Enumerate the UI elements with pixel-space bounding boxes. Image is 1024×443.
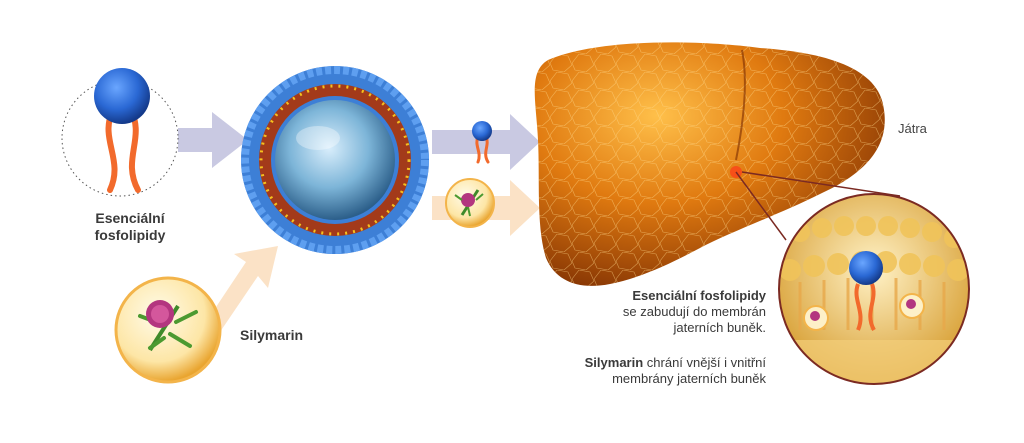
label-liver: Játra: [898, 121, 927, 136]
description-phospholipids: Esenciální fosfolipidy se zabudují do me…: [526, 288, 766, 336]
description-silymarin-rest: chrání vnější i vnitřní: [643, 355, 766, 370]
phospholipid-dotted-ring: [61, 79, 179, 197]
lens-connector: [735, 171, 901, 241]
cell-membrane-icon: [778, 193, 970, 385]
description-phospholipids-line3: jaterních buněk.: [673, 320, 766, 335]
description-silymarin-line2: membrány jaterních buněk: [612, 371, 766, 386]
label-essential-phospholipids: Esenciální fosfolipidy: [70, 210, 190, 244]
liposome-icon: [241, 66, 429, 254]
arrow-silymarin-to-liposome: [206, 246, 278, 332]
phospholipid-small-icon: [472, 121, 492, 164]
milk-thistle-icon: [114, 276, 222, 384]
description-phospholipids-line2: se zabudují do membrán: [622, 304, 766, 319]
label-silymarin: Silymarin: [240, 327, 304, 343]
label-ef-line1: Esenciální: [95, 210, 165, 226]
liver-icon: [534, 42, 885, 286]
label-ef-line2: fosfolipidy: [94, 227, 166, 243]
description-phospholipids-title: Esenciální fosfolipidy: [632, 288, 766, 303]
phospholipid-icon: [94, 68, 150, 193]
milk-thistle-small-icon: [445, 178, 495, 228]
description-silymarin: Silymarin chrání vnější i vnitřní membrá…: [506, 355, 766, 387]
description-silymarin-title: Silymarin: [584, 355, 644, 370]
arrow-to-liposome: [178, 112, 248, 168]
